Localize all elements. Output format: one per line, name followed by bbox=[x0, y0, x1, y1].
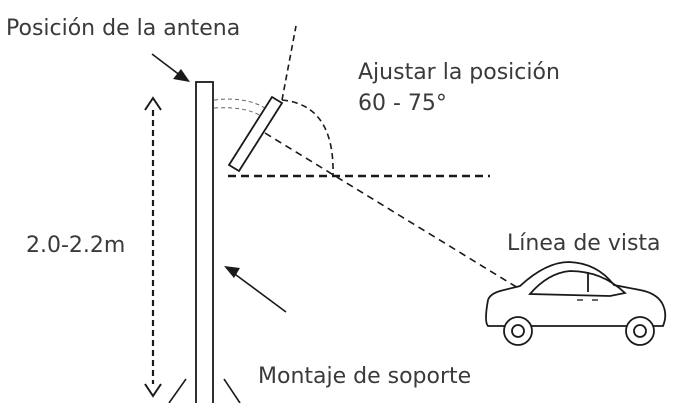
bracket-legs bbox=[168, 378, 241, 404]
mount-pointer-arrow bbox=[224, 266, 287, 313]
antenna-position-label: Posición de la antena bbox=[6, 16, 240, 41]
antenna-panel bbox=[227, 95, 284, 173]
mounting-pole bbox=[195, 81, 214, 408]
antenna-normal-line bbox=[281, 25, 297, 101]
tilt-reference-arcs bbox=[213, 98, 269, 118]
height-dimension-arrow bbox=[144, 96, 162, 398]
angle-range-label: 60 - 75° bbox=[358, 91, 447, 116]
height-label: 2.0-2.2m bbox=[26, 233, 125, 258]
line-of-sight bbox=[264, 132, 519, 289]
angle-arc bbox=[281, 99, 334, 177]
car-icon bbox=[485, 261, 667, 346]
antenna-pointer-arrow bbox=[151, 53, 190, 82]
line-of-sight-label: Línea de vista bbox=[507, 231, 661, 256]
mount-label: Montaje de soporte bbox=[258, 364, 471, 389]
adjust-position-label: Ajustar la posición bbox=[358, 60, 560, 85]
